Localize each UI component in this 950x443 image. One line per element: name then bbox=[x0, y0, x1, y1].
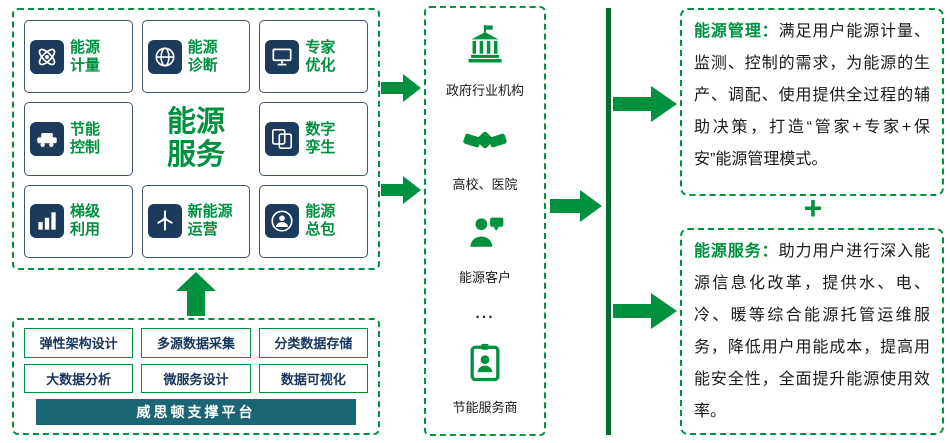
arrow-line-to-management bbox=[613, 86, 677, 122]
customer-person-icon bbox=[463, 211, 507, 260]
platform-item-classified-storage: 分类数据存储 bbox=[258, 328, 368, 358]
service-item-saving-control: 节能 控制 bbox=[24, 102, 133, 176]
government-building-icon bbox=[463, 24, 507, 73]
service-item-label: 能源 计量 bbox=[70, 38, 101, 74]
energy-service-title: 能源服务： bbox=[694, 243, 779, 260]
platform-item-multisource-data: 多源数据采集 bbox=[141, 328, 251, 358]
atom-icon bbox=[30, 39, 64, 74]
customers-panel: 政府行业机构 高校、医院 bbox=[424, 6, 546, 436]
energy-management-body: 满足用户能源计量、监测、控制的需求，为能源的生产、调配、使用提供全过程的辅助决策… bbox=[694, 23, 930, 168]
level-bars-icon bbox=[30, 204, 64, 239]
customer-government: 政府行业机构 bbox=[446, 24, 524, 99]
energy-services-panel: 能源 计量 能源 诊断 bbox=[12, 8, 380, 270]
service-item-label: 梯级 利用 bbox=[70, 203, 101, 239]
globe-icon bbox=[147, 39, 182, 74]
arrow-line-to-service bbox=[613, 293, 677, 329]
trunk-line bbox=[606, 8, 611, 435]
car-icon bbox=[30, 121, 64, 156]
handshake-icon bbox=[463, 118, 507, 167]
service-item-label: 能源 诊断 bbox=[187, 38, 218, 74]
wind-turbine-icon bbox=[147, 204, 182, 239]
energy-service-body: 助力用户进行深入能源信息化改革，提供水、电、冷、暖等综合能源托管运维服务，降低用… bbox=[694, 243, 930, 420]
energy-management-panel: 能源管理：满足用户能源计量、监测、控制的需求，为能源的生产、调配、使用提供全过程… bbox=[680, 8, 944, 196]
service-item-digital-twin: 数字 孪生 bbox=[259, 102, 368, 176]
arrow-services-to-customers-top bbox=[381, 74, 421, 102]
customer-label: 能源客户 bbox=[458, 270, 511, 285]
customer-universities-hospitals: 高校、医院 bbox=[452, 118, 518, 193]
customer-label: 高校、医院 bbox=[452, 176, 518, 192]
customers-ellipsis: ... bbox=[475, 304, 495, 322]
service-item-new-energy-operation: 新能源 运营 bbox=[141, 184, 251, 258]
arrow-services-to-customers-bottom bbox=[381, 176, 421, 204]
monitor-icon bbox=[265, 39, 300, 74]
twin-panels-icon bbox=[265, 121, 300, 156]
service-item-label: 数字 孪生 bbox=[305, 120, 336, 156]
platform-bar: 威思顿支撑平台 bbox=[36, 399, 356, 425]
service-item-label: 节能 控制 bbox=[70, 120, 101, 156]
energy-management-title: 能源管理： bbox=[694, 23, 779, 40]
service-item-label: 能源 总包 bbox=[305, 203, 336, 239]
customer-label: 政府行业机构 bbox=[445, 83, 524, 98]
platform-item-bigdata-analysis: 大数据分析 bbox=[24, 363, 134, 393]
customer-energy-clients: 能源客户 bbox=[459, 211, 511, 286]
id-badge-icon bbox=[463, 341, 507, 390]
service-item-cascade-use: 梯级 利用 bbox=[24, 184, 133, 258]
plus-sign: + bbox=[803, 190, 823, 226]
customer-label: 节能服务商 bbox=[452, 400, 518, 415]
energy-services-title: 能源 服务 bbox=[166, 105, 225, 171]
energy-service-panel: 能源服务：助力用户进行深入能源信息化改革，提供水、电、冷、暖等综合能源托管运维服… bbox=[680, 228, 944, 435]
platform-item-elastic-architecture: 弹性架构设计 bbox=[24, 328, 134, 358]
platform-item-microservice-design: 微服务设计 bbox=[141, 363, 251, 393]
service-item-energy-epc: 能源 总包 bbox=[259, 184, 368, 258]
arrow-customers-to-line bbox=[550, 190, 602, 222]
platform-capabilities-grid: 弹性架构设计 多源数据采集 分类数据存储 大数据分析 微服务设计 数据可视化 bbox=[24, 328, 368, 393]
person-circle-icon bbox=[265, 204, 300, 239]
platform-item-data-visualization: 数据可视化 bbox=[258, 363, 368, 393]
support-platform-panel: 弹性架构设计 多源数据采集 分类数据存储 大数据分析 微服务设计 数据可视化 威… bbox=[12, 318, 380, 435]
service-item-expert-optimization: 专家 优化 bbox=[259, 20, 368, 94]
service-item-metering: 能源 计量 bbox=[24, 20, 133, 94]
service-item-label: 新能源 运营 bbox=[187, 203, 233, 239]
arrow-platform-to-services bbox=[176, 272, 216, 316]
service-item-label: 专家 优化 bbox=[305, 38, 336, 74]
service-item-diagnosis: 能源 诊断 bbox=[141, 20, 251, 94]
customer-esco: 节能服务商 bbox=[452, 341, 518, 416]
